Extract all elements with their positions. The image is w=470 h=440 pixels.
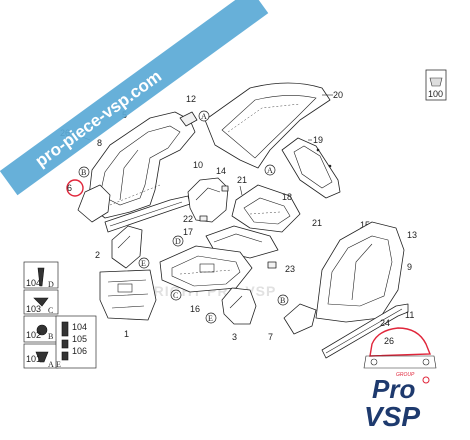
part-rear-frame[interactable] — [281, 137, 341, 199]
callout-24: 24 — [380, 318, 390, 328]
callout-14: 14 — [216, 166, 226, 176]
callout-10: 10 — [193, 160, 203, 170]
part-front-wing[interactable] — [77, 184, 111, 223]
part-right-side-panel[interactable] — [315, 221, 405, 323]
part-car-front[interactable] — [363, 327, 437, 369]
callout-13: 13 — [407, 230, 417, 240]
callout-15: 15 — [360, 220, 370, 230]
callout-11: 11 — [405, 310, 414, 320]
fastener-kit-icon[interactable] — [23, 261, 97, 369]
kit-102: 102 — [26, 330, 41, 340]
part-clip-14[interactable] — [221, 185, 229, 192]
callout-6: 6 — [67, 183, 72, 193]
part-left-side-panel[interactable] — [87, 111, 196, 219]
ref-b-2: B — [280, 296, 285, 305]
callout-8: 8 — [97, 138, 102, 148]
callout-22: 22 — [183, 214, 193, 224]
logo-tagline: GROUP — [396, 372, 415, 378]
callout-17: 17 — [183, 227, 193, 237]
part-front-inner-arch[interactable] — [111, 225, 143, 269]
part-rear-arch[interactable] — [221, 287, 257, 325]
kit-104: 104 — [26, 278, 41, 288]
ref-c-1: C — [173, 291, 178, 300]
callout-7: 7 — [268, 332, 273, 342]
kit-101: 101 — [26, 354, 41, 364]
highlight-marker — [66, 179, 84, 197]
ref-e-2: E — [208, 314, 213, 323]
kit-letter-c: C — [48, 306, 53, 315]
callout-1: 1 — [124, 329, 129, 339]
callout-100: 100 — [428, 89, 443, 99]
callout-26b: 26 — [384, 336, 394, 346]
kit-106: 106 — [72, 346, 87, 356]
callout-18: 18 — [282, 192, 292, 202]
pro-vsp-logo: GROUP Pro VSP — [364, 372, 430, 432]
ref-d-1: D — [175, 237, 181, 246]
part-front-end[interactable] — [99, 269, 157, 321]
callout-2: 2 — [95, 250, 100, 260]
kit-105: 105 — [72, 334, 87, 344]
callout-20: 20 — [333, 90, 343, 100]
callout-16: 16 — [190, 304, 200, 314]
callout-12: 12 — [186, 94, 196, 104]
part-clip-23[interactable] — [267, 261, 277, 269]
part-inner-arch-left[interactable] — [187, 177, 229, 223]
part-12-bracket[interactable] — [179, 111, 198, 127]
part-right-sill[interactable] — [321, 303, 409, 359]
kit-letter-b: B — [48, 332, 53, 341]
part-clip-22[interactable] — [199, 215, 208, 222]
ref-a-2: A — [267, 166, 273, 175]
callout-21a: 21 — [237, 175, 247, 185]
callout-3: 3 — [232, 332, 237, 342]
logo-line1: Pro — [372, 374, 415, 404]
callout-19: 19 — [313, 135, 323, 145]
part-rear-floor[interactable] — [231, 184, 301, 233]
ref-e-1: E — [141, 259, 146, 268]
callout-23: 23 — [285, 264, 295, 274]
part-7-panel[interactable] — [283, 303, 317, 335]
kit-104b: 104 — [72, 322, 87, 332]
kit-letter-e: E — [56, 360, 61, 369]
logo-line2: VSP — [364, 401, 420, 432]
callout-9: 9 — [407, 262, 412, 272]
kit-letter-d: D — [48, 280, 54, 289]
callout-21b: 21 — [312, 218, 322, 228]
part-front-floor[interactable] — [159, 245, 253, 293]
ref-a-1: A — [201, 112, 207, 121]
kit-letter-a: A — [48, 360, 54, 369]
part-roof[interactable] — [204, 82, 333, 169]
pack-icon[interactable] — [425, 69, 447, 101]
kit-103: 103 — [26, 304, 41, 314]
ref-b-1: B — [81, 168, 86, 177]
